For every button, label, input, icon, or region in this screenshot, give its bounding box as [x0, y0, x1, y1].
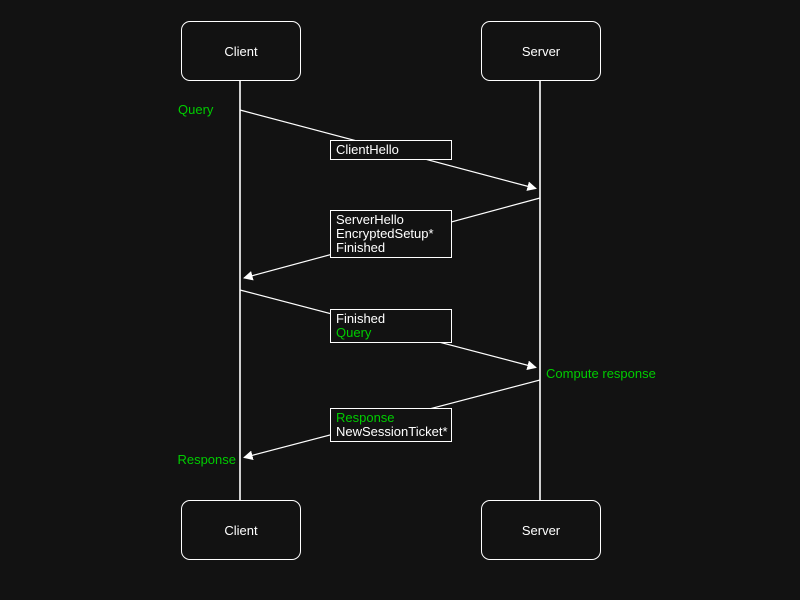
- actor-label-server: Server: [521, 43, 561, 59]
- message-text: Query: [336, 325, 372, 340]
- message-label-finished-query: Finished Query: [330, 309, 452, 343]
- actor-box-server-top: Server: [481, 21, 601, 81]
- actor-box-server-bottom: Server: [481, 500, 601, 560]
- actor-label-server: Server: [521, 522, 561, 538]
- actor-label-client: Client: [224, 43, 258, 59]
- message-text: Finished: [336, 240, 386, 255]
- note-compute-response: Compute response: [546, 366, 656, 381]
- message-text: EncryptedSetup*: [336, 226, 434, 241]
- message-label-clienthello: ClientHello: [330, 140, 452, 160]
- note-response: Response: [177, 452, 236, 467]
- actor-label-client: Client: [224, 522, 258, 538]
- message-label-serverhello: ServerHello EncryptedSetup* Finished: [330, 210, 452, 258]
- message-text: Finished: [336, 311, 386, 326]
- actor-box-client-top: Client: [181, 21, 301, 81]
- message-text: ClientHello: [336, 142, 399, 157]
- note-query: Query: [178, 102, 214, 117]
- message-text: ServerHello: [336, 212, 404, 227]
- message-text: Response: [336, 410, 395, 425]
- actor-box-client-bottom: Client: [181, 500, 301, 560]
- message-text: NewSessionTicket*: [336, 424, 448, 439]
- message-label-response-ticket: Response NewSessionTicket*: [330, 408, 452, 442]
